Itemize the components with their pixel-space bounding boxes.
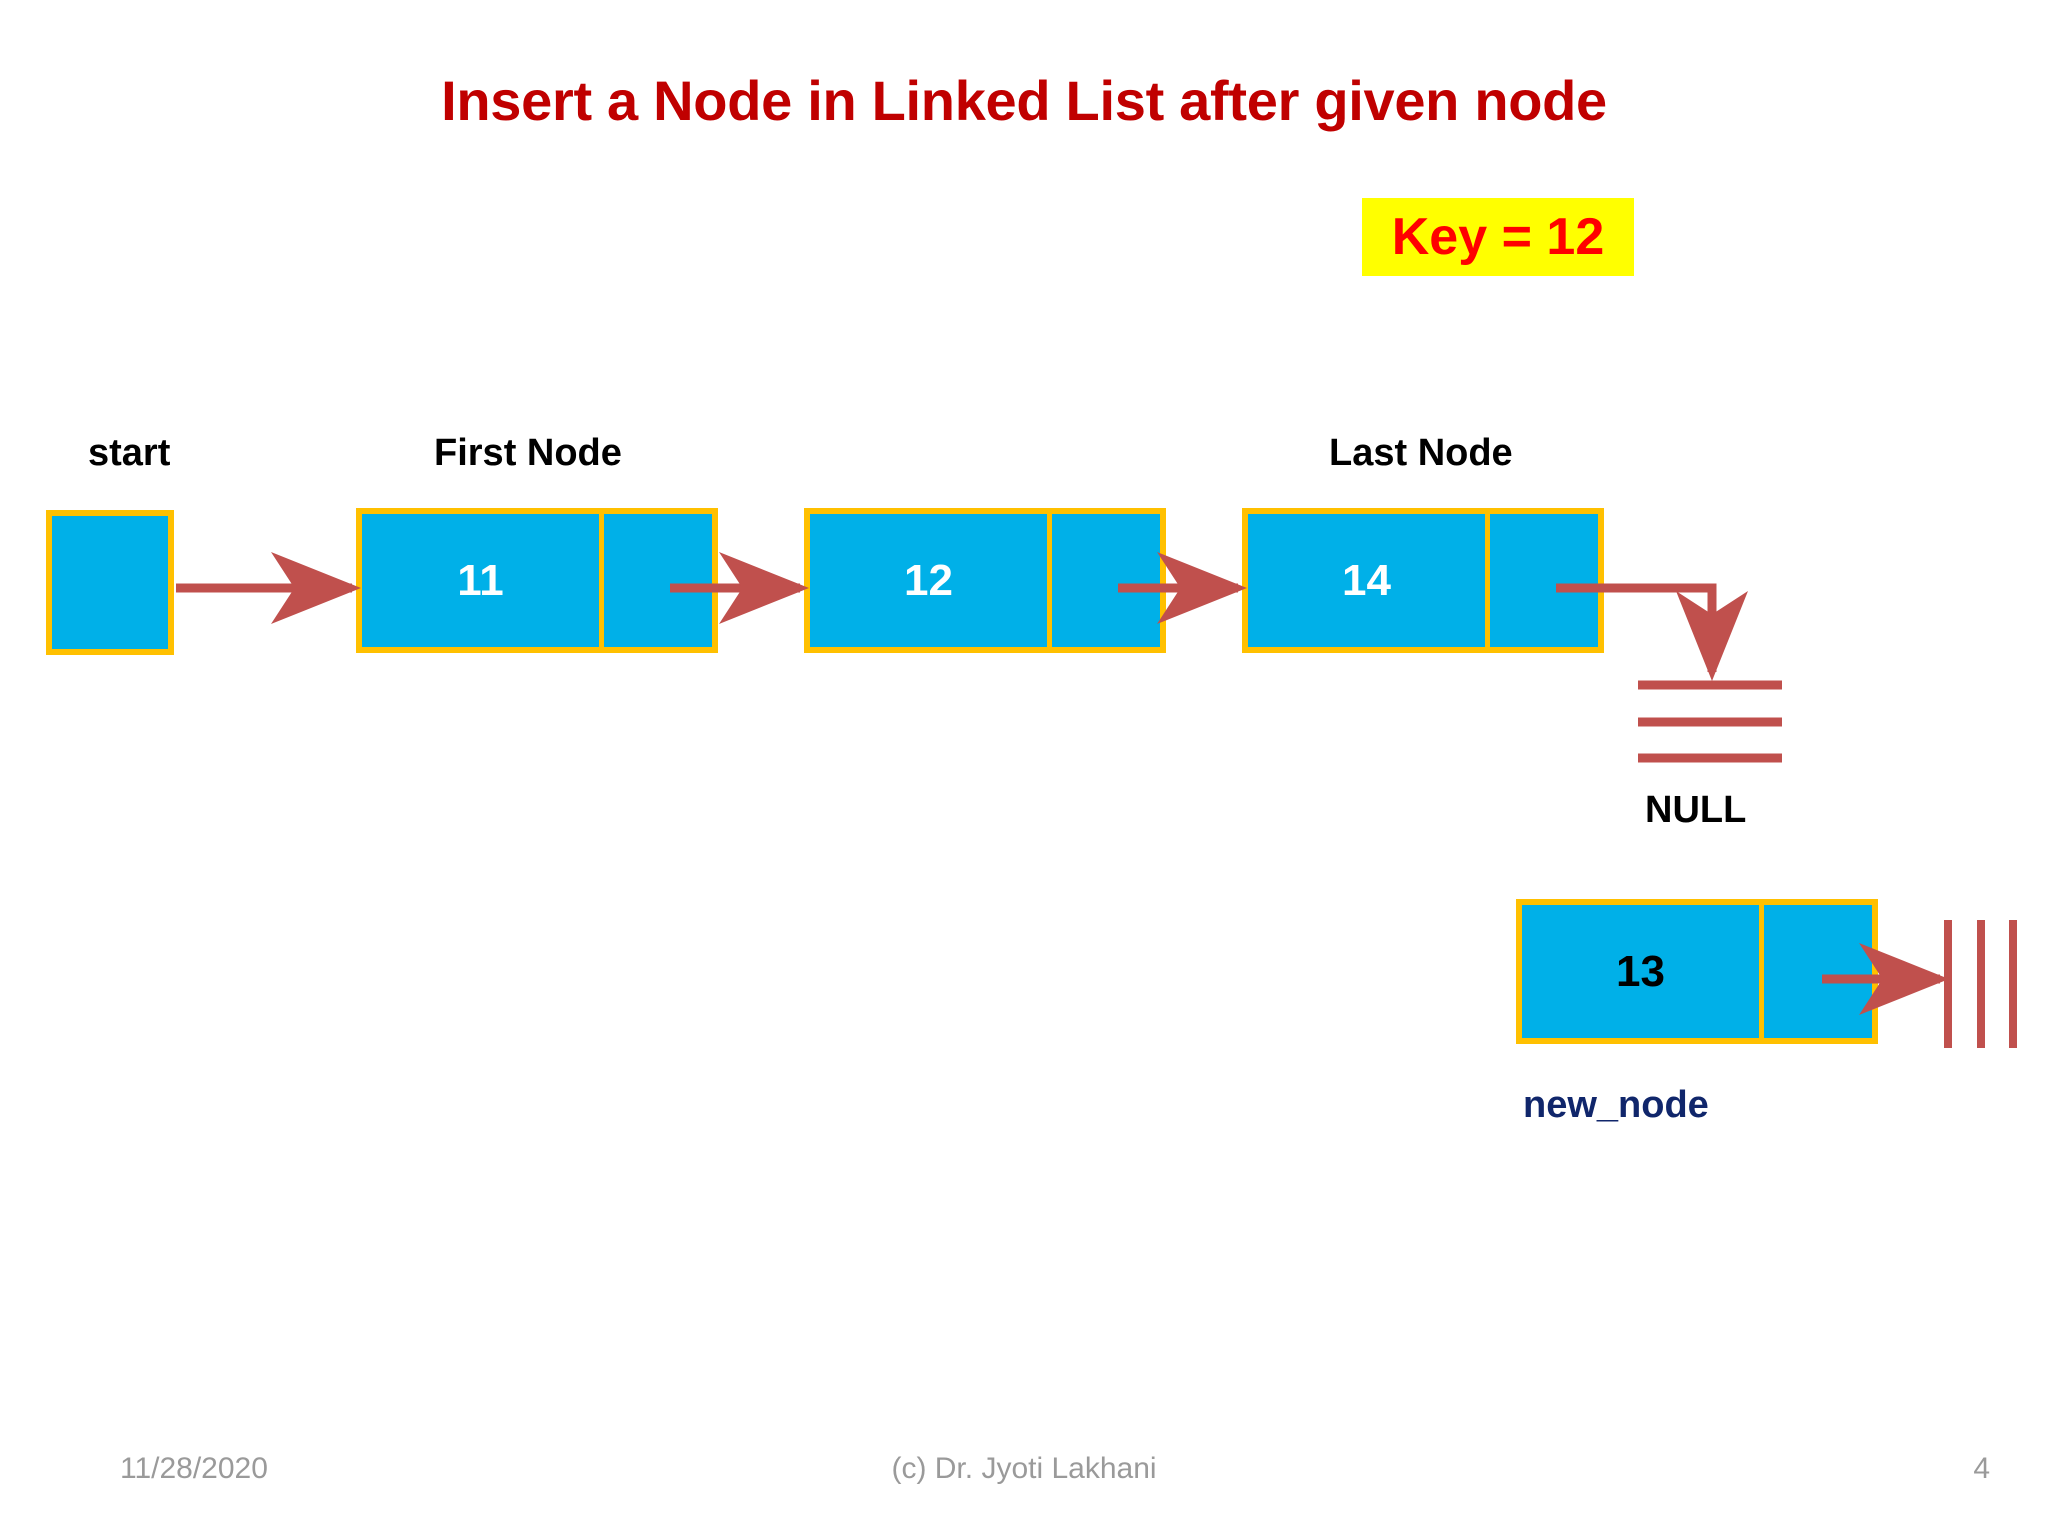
- node-pointer-cell: [1490, 514, 1598, 647]
- key-callout-box: Key = 12: [1362, 198, 1634, 276]
- caption-last-node: Last Node: [1329, 432, 1513, 474]
- node-pointer-cell: [1052, 514, 1160, 647]
- new-node-data-cell: 13: [1522, 905, 1759, 1038]
- start-pointer-cell: [52, 516, 168, 649]
- list-node-11: 11: [356, 508, 718, 653]
- node-data-cell: 14: [1248, 514, 1485, 647]
- node-pointer-cell: [604, 514, 712, 647]
- caption-start: start: [88, 432, 171, 474]
- caption-new-node: new_node: [1523, 1084, 1709, 1126]
- node-data-cell: 12: [810, 514, 1047, 647]
- start-pointer-box: [46, 510, 174, 655]
- list-node-14: 14: [1242, 508, 1604, 653]
- footer-date: 11/28/2020: [120, 1452, 268, 1485]
- new-node-pointer-cell: [1764, 905, 1872, 1038]
- page-title: Insert a Node in Linked List after given…: [441, 69, 1607, 132]
- key-callout-label: Key = 12: [1391, 208, 1605, 266]
- node-data-cell: 11: [362, 514, 599, 647]
- footer-page-number: 4: [1973, 1452, 1990, 1485]
- list-node-12: 12: [804, 508, 1166, 653]
- caption-first-node: First Node: [434, 432, 622, 474]
- footer-copyright: (c) Dr. Jyoti Lakhani: [891, 1452, 1157, 1485]
- new-node-13: 13: [1516, 899, 1878, 1044]
- caption-null: NULL: [1645, 789, 1747, 831]
